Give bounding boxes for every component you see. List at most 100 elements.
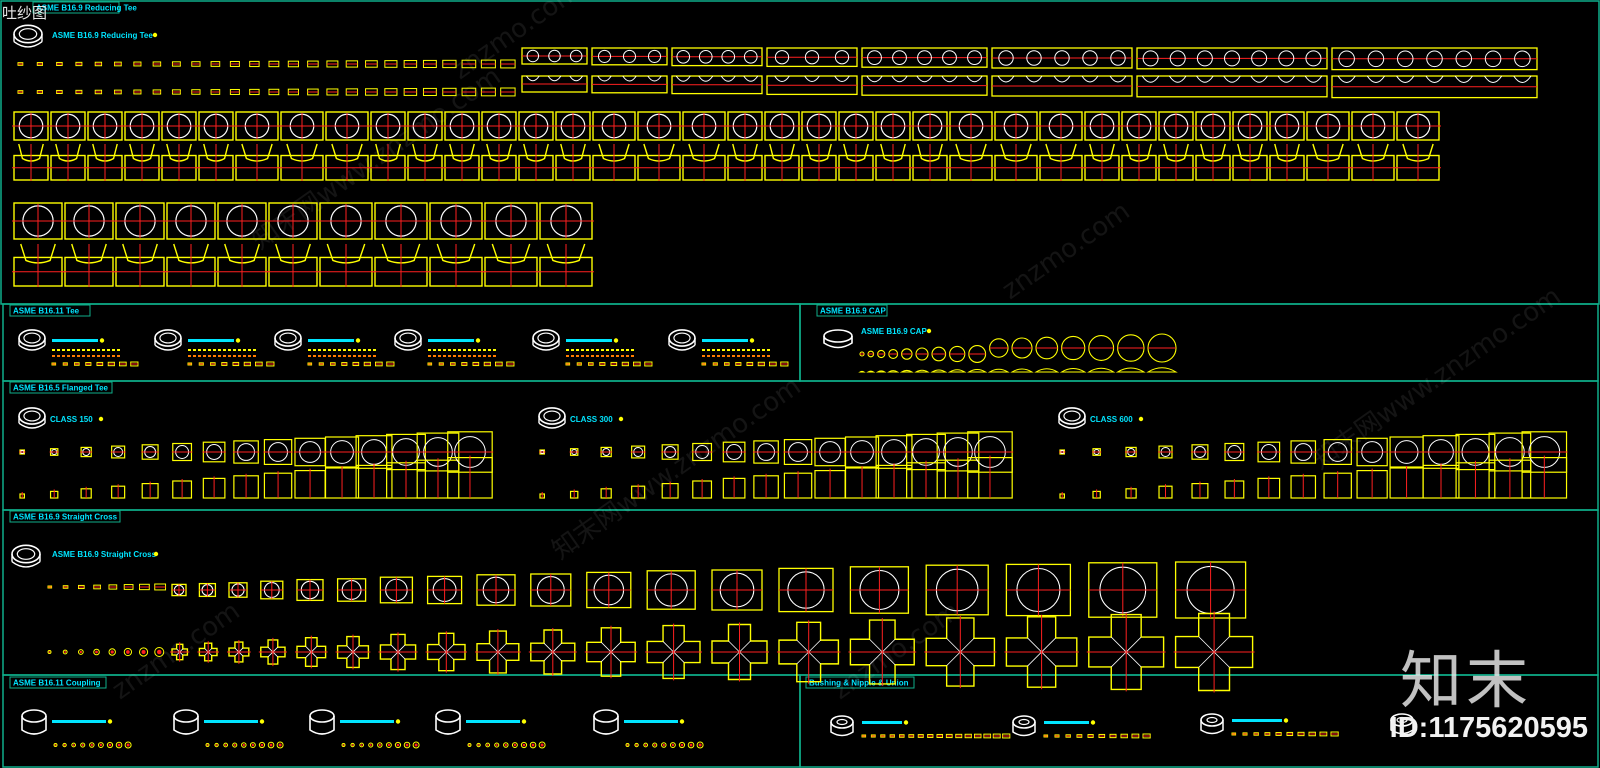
small-fitting-mark bbox=[485, 742, 491, 748]
straight-cross-top-view bbox=[260, 580, 284, 600]
tee-small-outlet bbox=[1141, 75, 1160, 83]
iso-bottom-arc bbox=[668, 344, 696, 351]
size-label-bar bbox=[52, 339, 98, 342]
small-fitting-core bbox=[48, 651, 51, 653]
small-fitting-mark bbox=[214, 742, 219, 748]
tee-small-bore bbox=[774, 50, 790, 65]
iso-ring-inner bbox=[23, 332, 41, 344]
label-dot bbox=[98, 416, 104, 422]
iso-ring-outer bbox=[18, 329, 46, 347]
label-dot bbox=[521, 719, 527, 724]
reducing-tee-front-view bbox=[800, 143, 838, 181]
reducing-tee-front-view bbox=[369, 143, 407, 181]
tee-small-outlet bbox=[526, 75, 540, 82]
tee-small-outlet bbox=[1484, 75, 1503, 83]
tee-small-outlet bbox=[1454, 75, 1473, 83]
small-fitting-mark bbox=[494, 742, 500, 748]
small-fitting-mark bbox=[467, 743, 472, 747]
tee-small-outlet bbox=[1396, 75, 1415, 83]
cap-iso-icon bbox=[823, 329, 853, 349]
tee-small-bore bbox=[1196, 50, 1213, 67]
reducing-tee-top-view bbox=[1157, 111, 1195, 141]
watermark-tile: znzmo.com bbox=[447, 0, 586, 86]
small-fitting-mark bbox=[80, 742, 86, 748]
small-fitting-mark bbox=[476, 742, 481, 748]
reducing-tee-front-view bbox=[1231, 143, 1269, 181]
iso-ring-outer bbox=[154, 329, 182, 347]
small-fitting-core bbox=[531, 743, 535, 747]
bushing-iso-icon bbox=[830, 715, 854, 737]
section-title-reducing-tee: ASME B16.9 Reducing Tee bbox=[36, 4, 137, 13]
coupling-iso-side bbox=[435, 716, 461, 735]
small-fitting-core bbox=[662, 743, 665, 747]
straight-cross-front-view bbox=[425, 631, 467, 673]
tag-box-flanged-tee bbox=[9, 381, 113, 394]
small-fitting-mark bbox=[154, 647, 165, 657]
reducing-tee-group bbox=[1331, 47, 1538, 99]
small-fitting-core bbox=[504, 743, 507, 747]
reducing-tee-front-view bbox=[12, 243, 64, 287]
bushing-iso-top bbox=[1390, 713, 1414, 727]
tee-small-outlet bbox=[1513, 75, 1532, 83]
small-fitting-core bbox=[671, 743, 675, 747]
small-fitting-mark bbox=[276, 741, 284, 749]
reducing-tee-front-view bbox=[1268, 143, 1306, 181]
size-label-bar bbox=[702, 339, 748, 342]
reducing-tee-top-view bbox=[874, 111, 912, 141]
tee-small-bore bbox=[1367, 50, 1385, 68]
small-fitting-mark bbox=[205, 743, 210, 747]
tee-small-outlet bbox=[1425, 75, 1444, 83]
tee-small-outlet bbox=[743, 75, 759, 82]
tee-small-outlet bbox=[1025, 75, 1043, 83]
iso-ring-inner bbox=[537, 332, 555, 344]
coupling-iso-top bbox=[21, 709, 47, 723]
coupling-iso-icon bbox=[593, 709, 619, 735]
tee-small-bore bbox=[622, 49, 637, 63]
label-dot bbox=[903, 720, 909, 725]
straight-cross-top-view bbox=[925, 564, 989, 616]
straight-cross-front-view bbox=[710, 622, 769, 682]
straight-cross-front-view bbox=[1086, 612, 1166, 692]
small-fitting-mark bbox=[124, 741, 132, 749]
straight-cross-top-view bbox=[379, 576, 414, 604]
reducing-tee-top-view bbox=[1194, 111, 1232, 141]
reducing-tee-top-view bbox=[763, 111, 801, 141]
tee-small-outlet bbox=[774, 75, 790, 83]
reducing-tee-top-view bbox=[49, 111, 87, 141]
label-dot bbox=[355, 338, 361, 343]
tee-small-bore bbox=[1054, 50, 1070, 66]
reducing-tee-top-view bbox=[993, 111, 1039, 141]
section-title-cap: ASME B16.9 CAP bbox=[820, 307, 886, 316]
iso-bottom-arc bbox=[18, 344, 46, 351]
tee-small-bore bbox=[867, 50, 882, 66]
tee-small-outlet bbox=[966, 75, 983, 83]
tee-small-bore bbox=[597, 49, 612, 63]
tee-small-bore bbox=[1082, 50, 1098, 66]
bushing-iso-icon bbox=[1200, 713, 1224, 735]
reducing-tee-front-view bbox=[216, 243, 268, 287]
tee-small-outlet bbox=[1053, 75, 1071, 83]
iso-side-lines bbox=[154, 338, 182, 346]
iso-ring-inner bbox=[16, 548, 36, 560]
small-fitting-core bbox=[233, 743, 236, 747]
small-fitting-mark bbox=[258, 741, 266, 749]
iso-side-lines bbox=[18, 416, 46, 424]
coupling-iso-icon bbox=[309, 709, 335, 735]
iso-bottom-arc bbox=[18, 422, 46, 429]
tee-small-outlet bbox=[1366, 75, 1385, 83]
reducing-tee-top-view bbox=[1083, 111, 1121, 141]
reducing-tee-front-view bbox=[948, 143, 994, 181]
label-dot bbox=[153, 551, 159, 557]
size-label-bar bbox=[52, 720, 106, 723]
reducing-tee-group bbox=[1136, 47, 1328, 98]
tee-small-outlet bbox=[804, 75, 820, 83]
coupling-iso-side bbox=[173, 716, 199, 735]
reducing-tee-front-view bbox=[324, 143, 370, 181]
tee-small-bore bbox=[647, 49, 662, 63]
reducing-tee-front-view bbox=[763, 143, 801, 181]
tee-small-bore bbox=[998, 50, 1014, 66]
section-title-coupling: ASME B16.11 Coupling bbox=[13, 679, 101, 688]
small-fitting-core bbox=[387, 743, 391, 747]
small-fitting-core bbox=[81, 743, 84, 747]
